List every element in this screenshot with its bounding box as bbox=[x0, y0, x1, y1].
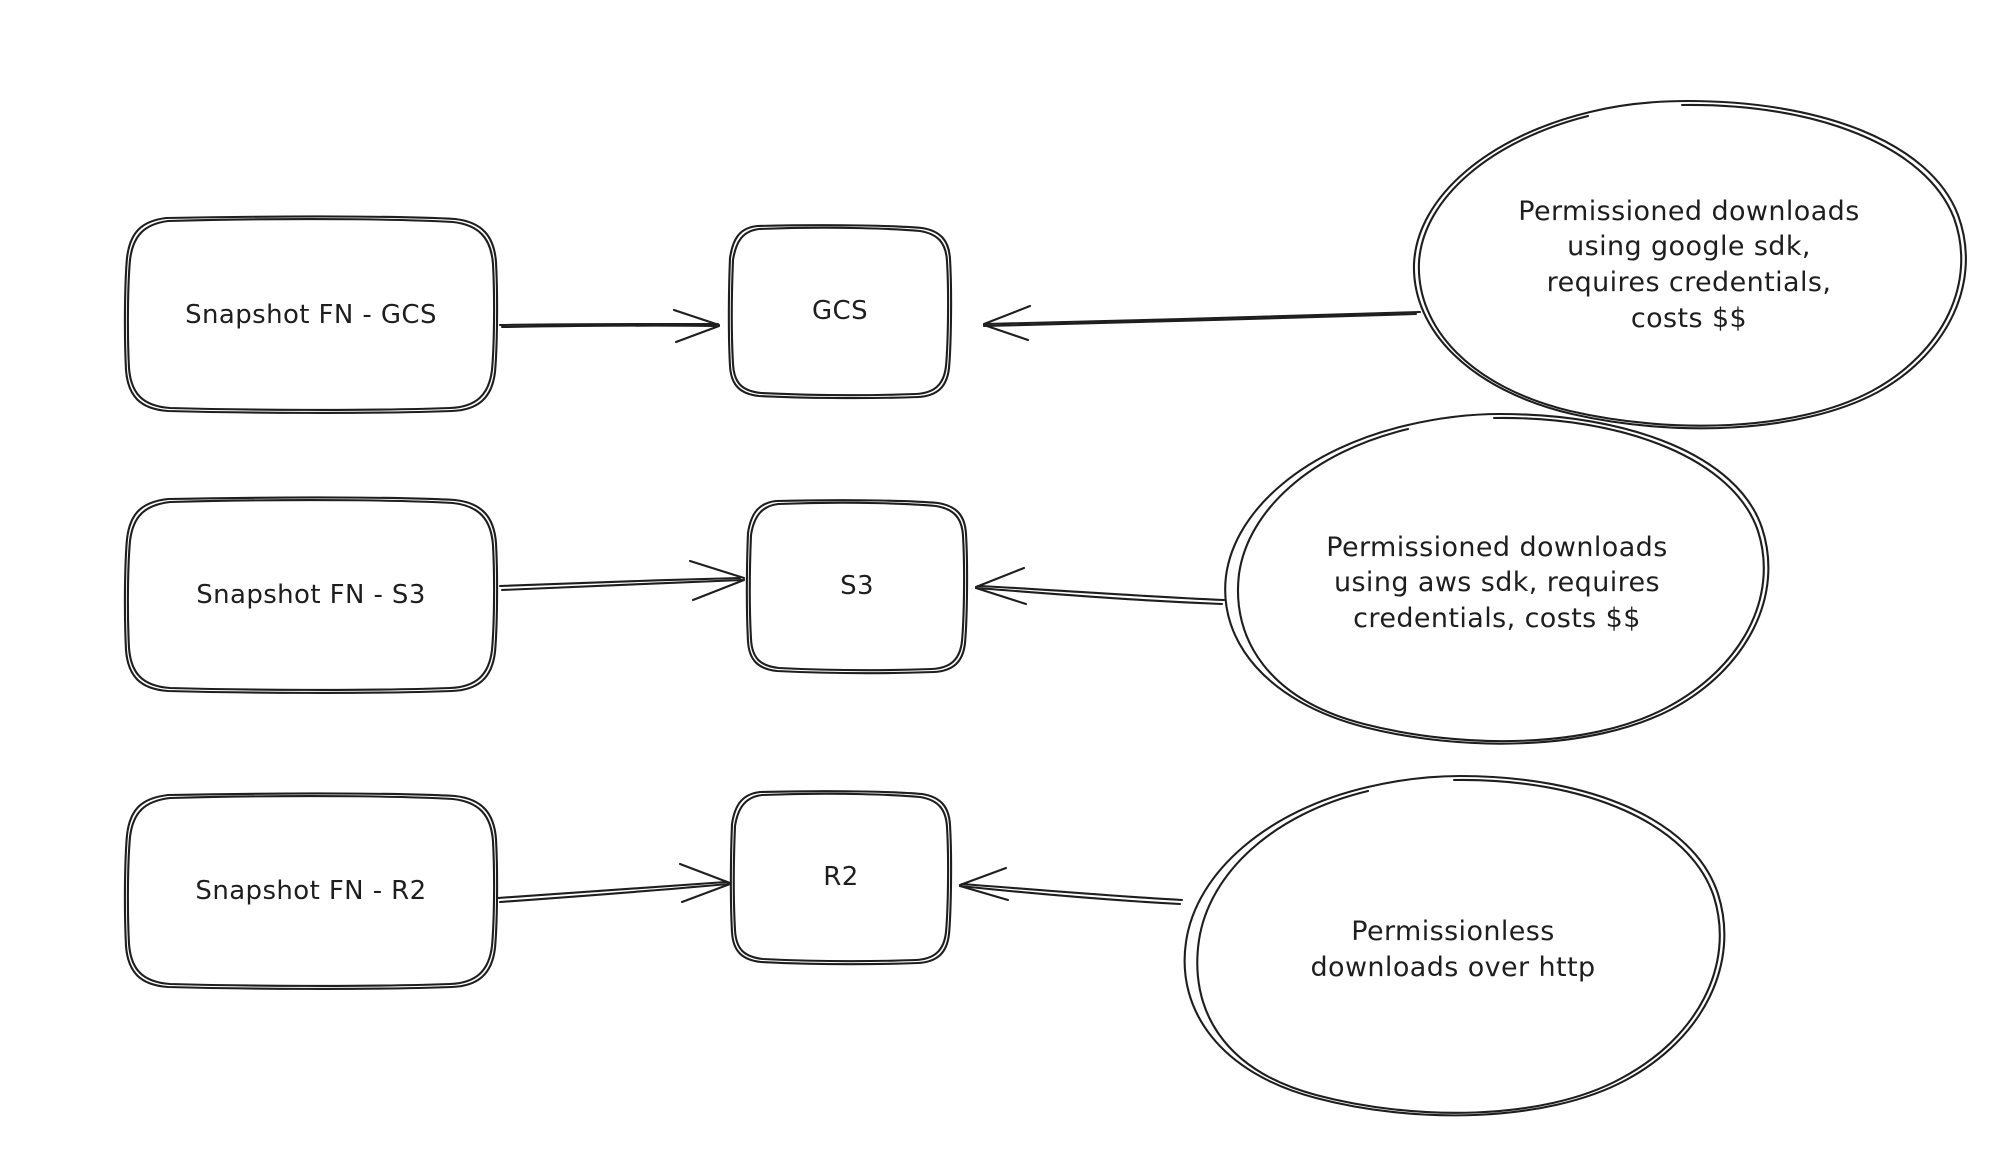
note-gcs-ellipse[interactable] bbox=[1412, 99, 1967, 430]
node-snapshot-fn-s3-shape[interactable] bbox=[123, 496, 499, 694]
arrow-snapshot-s3-to-s3 bbox=[498, 559, 746, 602]
node-snapshot-fn-r2-shape[interactable] bbox=[123, 792, 499, 990]
note-s3-ellipse[interactable] bbox=[1224, 412, 1770, 745]
node-gcs-shape[interactable] bbox=[727, 224, 953, 400]
note-r2-ellipse[interactable] bbox=[1183, 774, 1726, 1117]
node-s3-shape[interactable] bbox=[745, 499, 969, 675]
arrow-snapshot-gcs-to-gcs bbox=[498, 308, 721, 344]
arrow-note-to-gcs bbox=[982, 304, 1422, 342]
arrow-note-to-s3 bbox=[974, 566, 1226, 606]
arrow-note-to-r2 bbox=[958, 866, 1184, 906]
node-r2-shape[interactable] bbox=[729, 790, 953, 966]
node-snapshot-fn-gcs-shape[interactable] bbox=[123, 215, 499, 414]
arrow-snapshot-r2-to-r2 bbox=[496, 862, 732, 904]
